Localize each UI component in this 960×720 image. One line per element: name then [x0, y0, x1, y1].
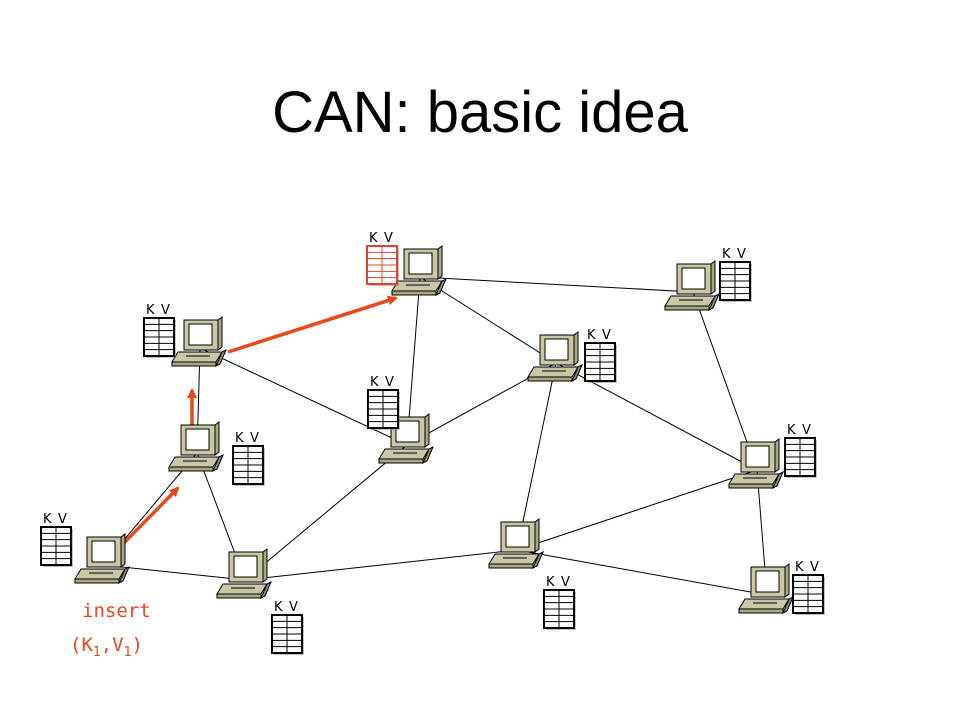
- value-header-n3: V: [384, 231, 393, 246]
- key-header-n1: K: [43, 512, 52, 527]
- value-header-n2: V: [250, 431, 259, 446]
- insert-label: insert (K1,V1): [70, 600, 151, 660]
- computer-icon: [527, 331, 583, 383]
- key-header-n3: K: [369, 231, 378, 246]
- link-n3-n11: [419, 276, 694, 293]
- key-header-n6: K: [370, 375, 379, 390]
- key-header-n11: K: [722, 247, 731, 262]
- insert-label-line1: insert: [82, 600, 151, 622]
- key-header-n9: K: [546, 575, 555, 590]
- value-header-n8: V: [602, 328, 611, 343]
- route-arrow-3: [227, 295, 398, 354]
- value-header-n9: V: [561, 575, 570, 590]
- link-n1-n5: [102, 564, 246, 581]
- computer-icon: [488, 518, 544, 570]
- value-header-n6: V: [385, 375, 394, 390]
- key-header-n8: K: [587, 328, 596, 343]
- computer-icon: [168, 421, 224, 473]
- key-header-n12: K: [795, 560, 804, 575]
- computer-icon: [171, 316, 227, 368]
- computer-icon: [391, 245, 447, 297]
- value-header-n4: V: [161, 303, 170, 318]
- value-header-n10: V: [802, 423, 811, 438]
- link-n8-n9: [516, 362, 557, 551]
- value-header-n12: V: [810, 560, 819, 575]
- insert-label-line2: (K1,V1): [70, 634, 143, 660]
- link-n3-n8: [419, 276, 557, 364]
- computer-icon: [378, 413, 434, 465]
- computer-icon: [216, 548, 272, 600]
- computer-icon: [728, 438, 784, 490]
- computer-icon: [74, 533, 130, 585]
- link-n5-n9: [244, 549, 518, 581]
- key-header-n2: K: [235, 431, 244, 446]
- link-n10-n11: [692, 291, 758, 471]
- value-header-n1: V: [58, 512, 67, 527]
- value-header-n5: V: [289, 600, 298, 615]
- link-n9-n10: [516, 469, 758, 551]
- key-header-n4: K: [146, 303, 155, 318]
- link-n9-n12: [516, 549, 768, 596]
- key-header-n5: K: [274, 600, 283, 615]
- computer-icon: [664, 260, 720, 312]
- value-header-n11: V: [737, 247, 746, 262]
- slide-title: CAN: basic idea: [272, 80, 688, 145]
- key-header-n10: K: [787, 423, 796, 438]
- link-n5-n6: [244, 444, 408, 581]
- computer-icon: [738, 563, 794, 615]
